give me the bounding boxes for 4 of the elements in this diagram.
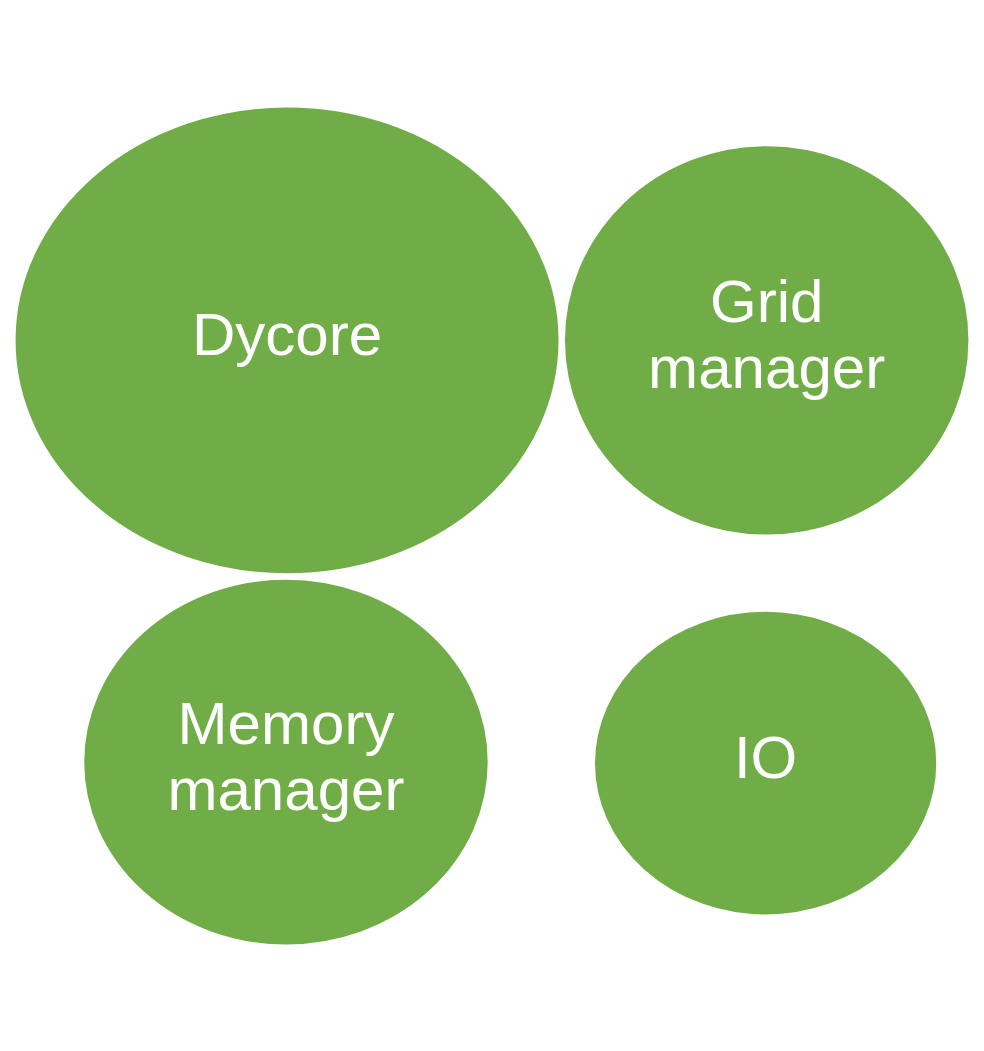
node-ellipse: Dycore bbox=[15, 107, 559, 573]
node-circle: Memory manager bbox=[84, 579, 488, 944]
node-circle: Grid manager bbox=[564, 145, 969, 535]
node-ellipse: IO bbox=[595, 611, 937, 914]
